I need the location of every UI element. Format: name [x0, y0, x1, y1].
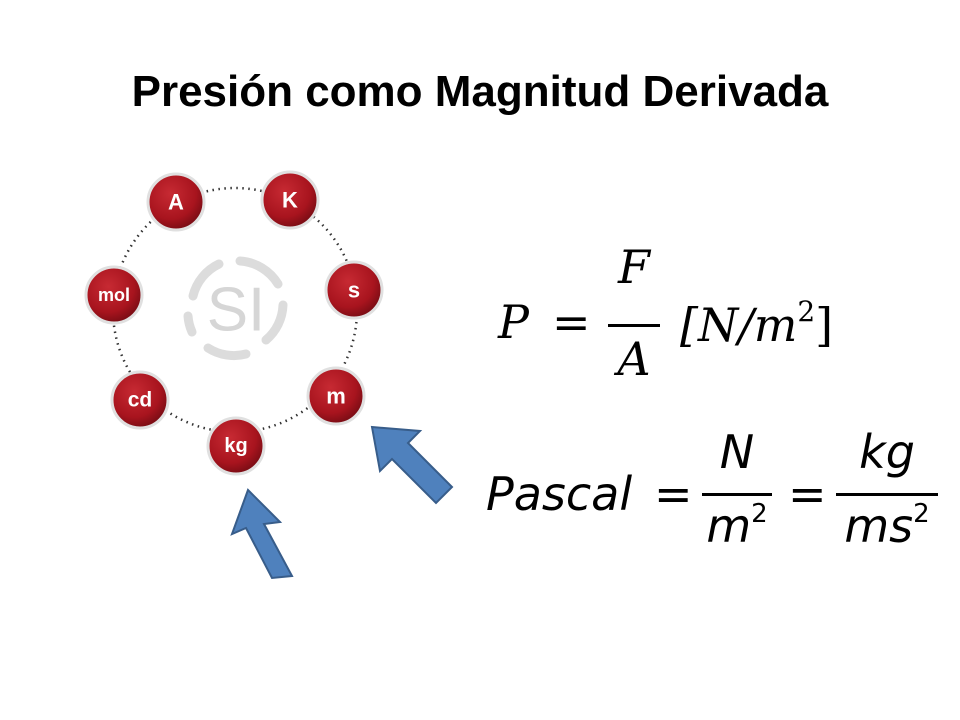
- meter-exponent: 2: [751, 499, 768, 529]
- pressure-unit-close: ]: [815, 298, 834, 352]
- si-units-svg: SI A K s m kg cd mol: [84, 170, 384, 476]
- unit-label-mol: mol: [98, 285, 130, 305]
- pressure-formula: P = F A [N/m2]: [498, 240, 898, 400]
- pressure-unit: [N/m2]: [680, 295, 833, 352]
- second-exponent: 2: [913, 499, 930, 529]
- unit-ball-m: m: [306, 366, 366, 426]
- si-center-label: SI: [207, 276, 266, 345]
- arrow-to-kilogram-icon: [230, 488, 294, 580]
- slide-title: Presión como Magnitud Derivada: [131, 67, 829, 116]
- si-units-diagram: SI A K s m kg cd mol: [70, 160, 390, 480]
- fraction-bar-2: [836, 493, 938, 496]
- fraction-bar-1: [702, 493, 772, 496]
- meter-base: m: [706, 499, 752, 553]
- area-denominator: A: [617, 332, 651, 386]
- kilogram-numerator: kg: [859, 425, 915, 479]
- equals-sign-1: =: [654, 467, 693, 521]
- force-numerator: F: [618, 240, 650, 294]
- fraction-bar: [608, 324, 660, 327]
- meter-second-base: ms: [844, 499, 914, 553]
- unit-ball-a: A: [146, 172, 206, 232]
- pressure-symbol: P: [498, 295, 529, 349]
- pressure-unit-exponent: 2: [797, 295, 816, 328]
- arrow-to-meter-icon: [370, 425, 454, 505]
- unit-label-k: K: [282, 188, 298, 213]
- square-meter-denominator: m2: [702, 499, 772, 553]
- meter-second-squared-denominator: ms2: [836, 499, 938, 553]
- unit-ball-cd: cd: [110, 370, 170, 430]
- si-center-logo: SI: [183, 256, 288, 361]
- pascal-formula: Pascal = N m2 = kg ms2: [486, 425, 956, 565]
- equals-sign: =: [552, 295, 591, 349]
- unit-label-a: A: [168, 190, 184, 215]
- pressure-unit-base: [N/m: [680, 298, 798, 352]
- unit-label-m: m: [326, 384, 346, 409]
- unit-ball-mol: mol: [84, 265, 144, 325]
- unit-label-cd: cd: [128, 389, 153, 412]
- unit-ball-k: K: [260, 170, 320, 230]
- newton-numerator: N: [719, 425, 755, 479]
- unit-ball-kg: kg: [206, 416, 266, 476]
- unit-label-kg: kg: [224, 435, 247, 457]
- unit-label-s: s: [348, 278, 360, 303]
- unit-ball-s: s: [324, 260, 384, 320]
- pascal-label: Pascal: [486, 467, 633, 521]
- equals-sign-2: =: [788, 467, 827, 521]
